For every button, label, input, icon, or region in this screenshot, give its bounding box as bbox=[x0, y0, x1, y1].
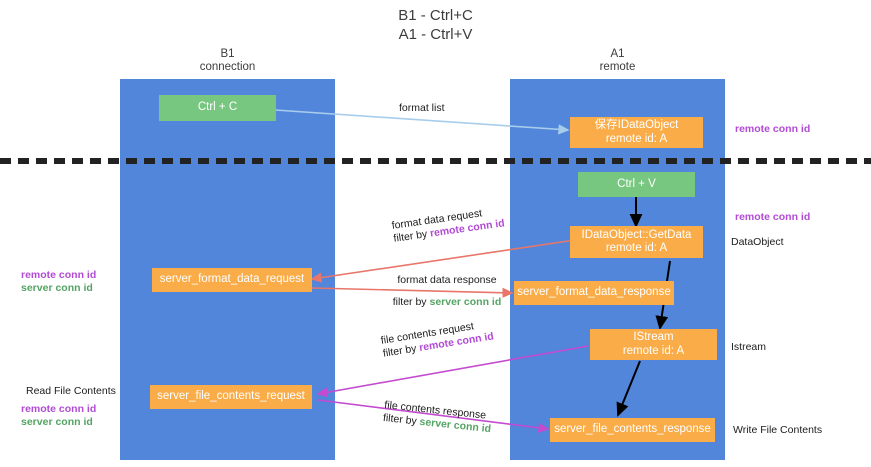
right-label-istream: Istream bbox=[731, 341, 766, 355]
page-title: B1 - Ctrl+C A1 - Ctrl+V bbox=[0, 6, 871, 44]
node-server-file-contents-response[interactable]: server_file_contents_response bbox=[550, 418, 715, 442]
node-ctrl-v[interactable]: Ctrl + V bbox=[578, 172, 695, 197]
right-label-remote-conn-id-mid: remote conn id bbox=[735, 211, 810, 225]
node-server-format-data-response-label: server_format_data_response bbox=[517, 286, 671, 299]
left-label-read-file-contents-text: Read File Contents bbox=[26, 385, 116, 397]
node-istream-line2: remote id: A bbox=[622, 344, 685, 357]
node-getdata-line2: remote id: A bbox=[605, 242, 668, 254]
right-label-istream-text: Istream bbox=[731, 341, 767, 353]
edge-label-format-data-response: format data response filter by server co… bbox=[382, 274, 512, 309]
node-ctrl-v-label: Ctrl + V bbox=[617, 177, 656, 190]
node-server-format-data-response[interactable]: server_format_data_response bbox=[514, 281, 674, 305]
arrow-istream-to-file-contents-response bbox=[616, 360, 641, 417]
left-label-remote-conn-id-2-text: remote conn id bbox=[21, 403, 97, 415]
node-server-format-data-request[interactable]: server_format_data_request bbox=[152, 268, 312, 292]
node-ctrl-c-label: Ctrl + C bbox=[197, 101, 238, 114]
right-label-remote-conn-id-top-text: remote conn id bbox=[735, 123, 811, 135]
left-label-remote-conn-id-2: remote conn id bbox=[21, 403, 96, 417]
left-label-server-conn-id-2-text: server conn id bbox=[21, 416, 93, 428]
node-save-idataobject[interactable]: 保存IDataObject remote id: A bbox=[570, 117, 703, 148]
left-label-read-file-contents: Read File Contents bbox=[26, 385, 116, 399]
right-label-write-file-contents-text: Write File Contents bbox=[733, 424, 823, 436]
lane-header-a1-title: A1 bbox=[610, 48, 625, 60]
node-istream[interactable]: IStream remote id: A bbox=[590, 329, 717, 360]
left-label-remote-conn-id-text: remote conn id bbox=[21, 269, 97, 281]
node-ctrl-c[interactable]: Ctrl + C bbox=[159, 95, 276, 121]
edge-label-format-data-response-filter-prefix: filter by bbox=[392, 296, 430, 308]
right-label-dataobject-text: DataObject bbox=[731, 236, 784, 248]
arrow-file-contents-request bbox=[316, 345, 589, 398]
node-idataobject-getdata[interactable]: IDataObject::GetData remote id: A bbox=[570, 226, 703, 258]
node-server-file-contents-request[interactable]: server_file_contents_request bbox=[150, 385, 312, 409]
edge-label-format-data-response-text: format data response bbox=[397, 274, 497, 286]
node-server-format-data-request-label: server_format_data_request bbox=[159, 273, 305, 286]
arrow-format-list bbox=[274, 109, 570, 135]
edge-label-format-data-response-filter-key: server conn id bbox=[429, 296, 502, 308]
title-line-1: B1 - Ctrl+C bbox=[398, 7, 473, 24]
node-save-idataobject-line2: remote id: A bbox=[605, 132, 668, 145]
lane-header-b1-title: B1 bbox=[220, 48, 235, 60]
arrow-format-data-request bbox=[310, 239, 576, 283]
left-label-remote-conn-id: remote conn id bbox=[21, 269, 96, 283]
lane-header-a1: A1 remote bbox=[545, 48, 690, 74]
node-getdata-line1: IDataObject::GetData bbox=[581, 228, 692, 241]
right-label-write-file-contents: Write File Contents bbox=[733, 424, 822, 438]
lane-header-b1: B1 connection bbox=[155, 48, 300, 74]
node-server-file-contents-request-label: server_file_contents_request bbox=[157, 390, 305, 403]
edge-label-file-contents-response-filter-prefix: filter by bbox=[382, 411, 421, 428]
edge-label-format-list-text: format list bbox=[399, 102, 445, 114]
node-istream-line1: IStream bbox=[633, 331, 674, 343]
arrow-format-data-response bbox=[311, 287, 514, 298]
lane-header-b1-subtitle: connection bbox=[199, 61, 256, 73]
title-line-2: A1 - Ctrl+V bbox=[398, 26, 473, 43]
left-label-server-conn-id-text: server conn id bbox=[21, 282, 93, 294]
node-server-file-contents-response-label: server_file_contents_response bbox=[554, 423, 711, 436]
lane-header-a1-subtitle: remote bbox=[599, 61, 636, 73]
right-label-remote-conn-id-top: remote conn id bbox=[735, 123, 810, 137]
right-label-dataobject: DataObject bbox=[731, 236, 784, 250]
right-label-remote-conn-id-mid-text: remote conn id bbox=[735, 211, 811, 223]
left-label-server-conn-id: server conn id bbox=[21, 282, 93, 296]
arrow-file-contents-response bbox=[317, 399, 550, 433]
edge-label-format-list: format list bbox=[399, 102, 445, 115]
left-label-server-conn-id-2: server conn id bbox=[21, 416, 93, 430]
node-save-idataobject-line1: 保存IDataObject bbox=[594, 119, 679, 131]
